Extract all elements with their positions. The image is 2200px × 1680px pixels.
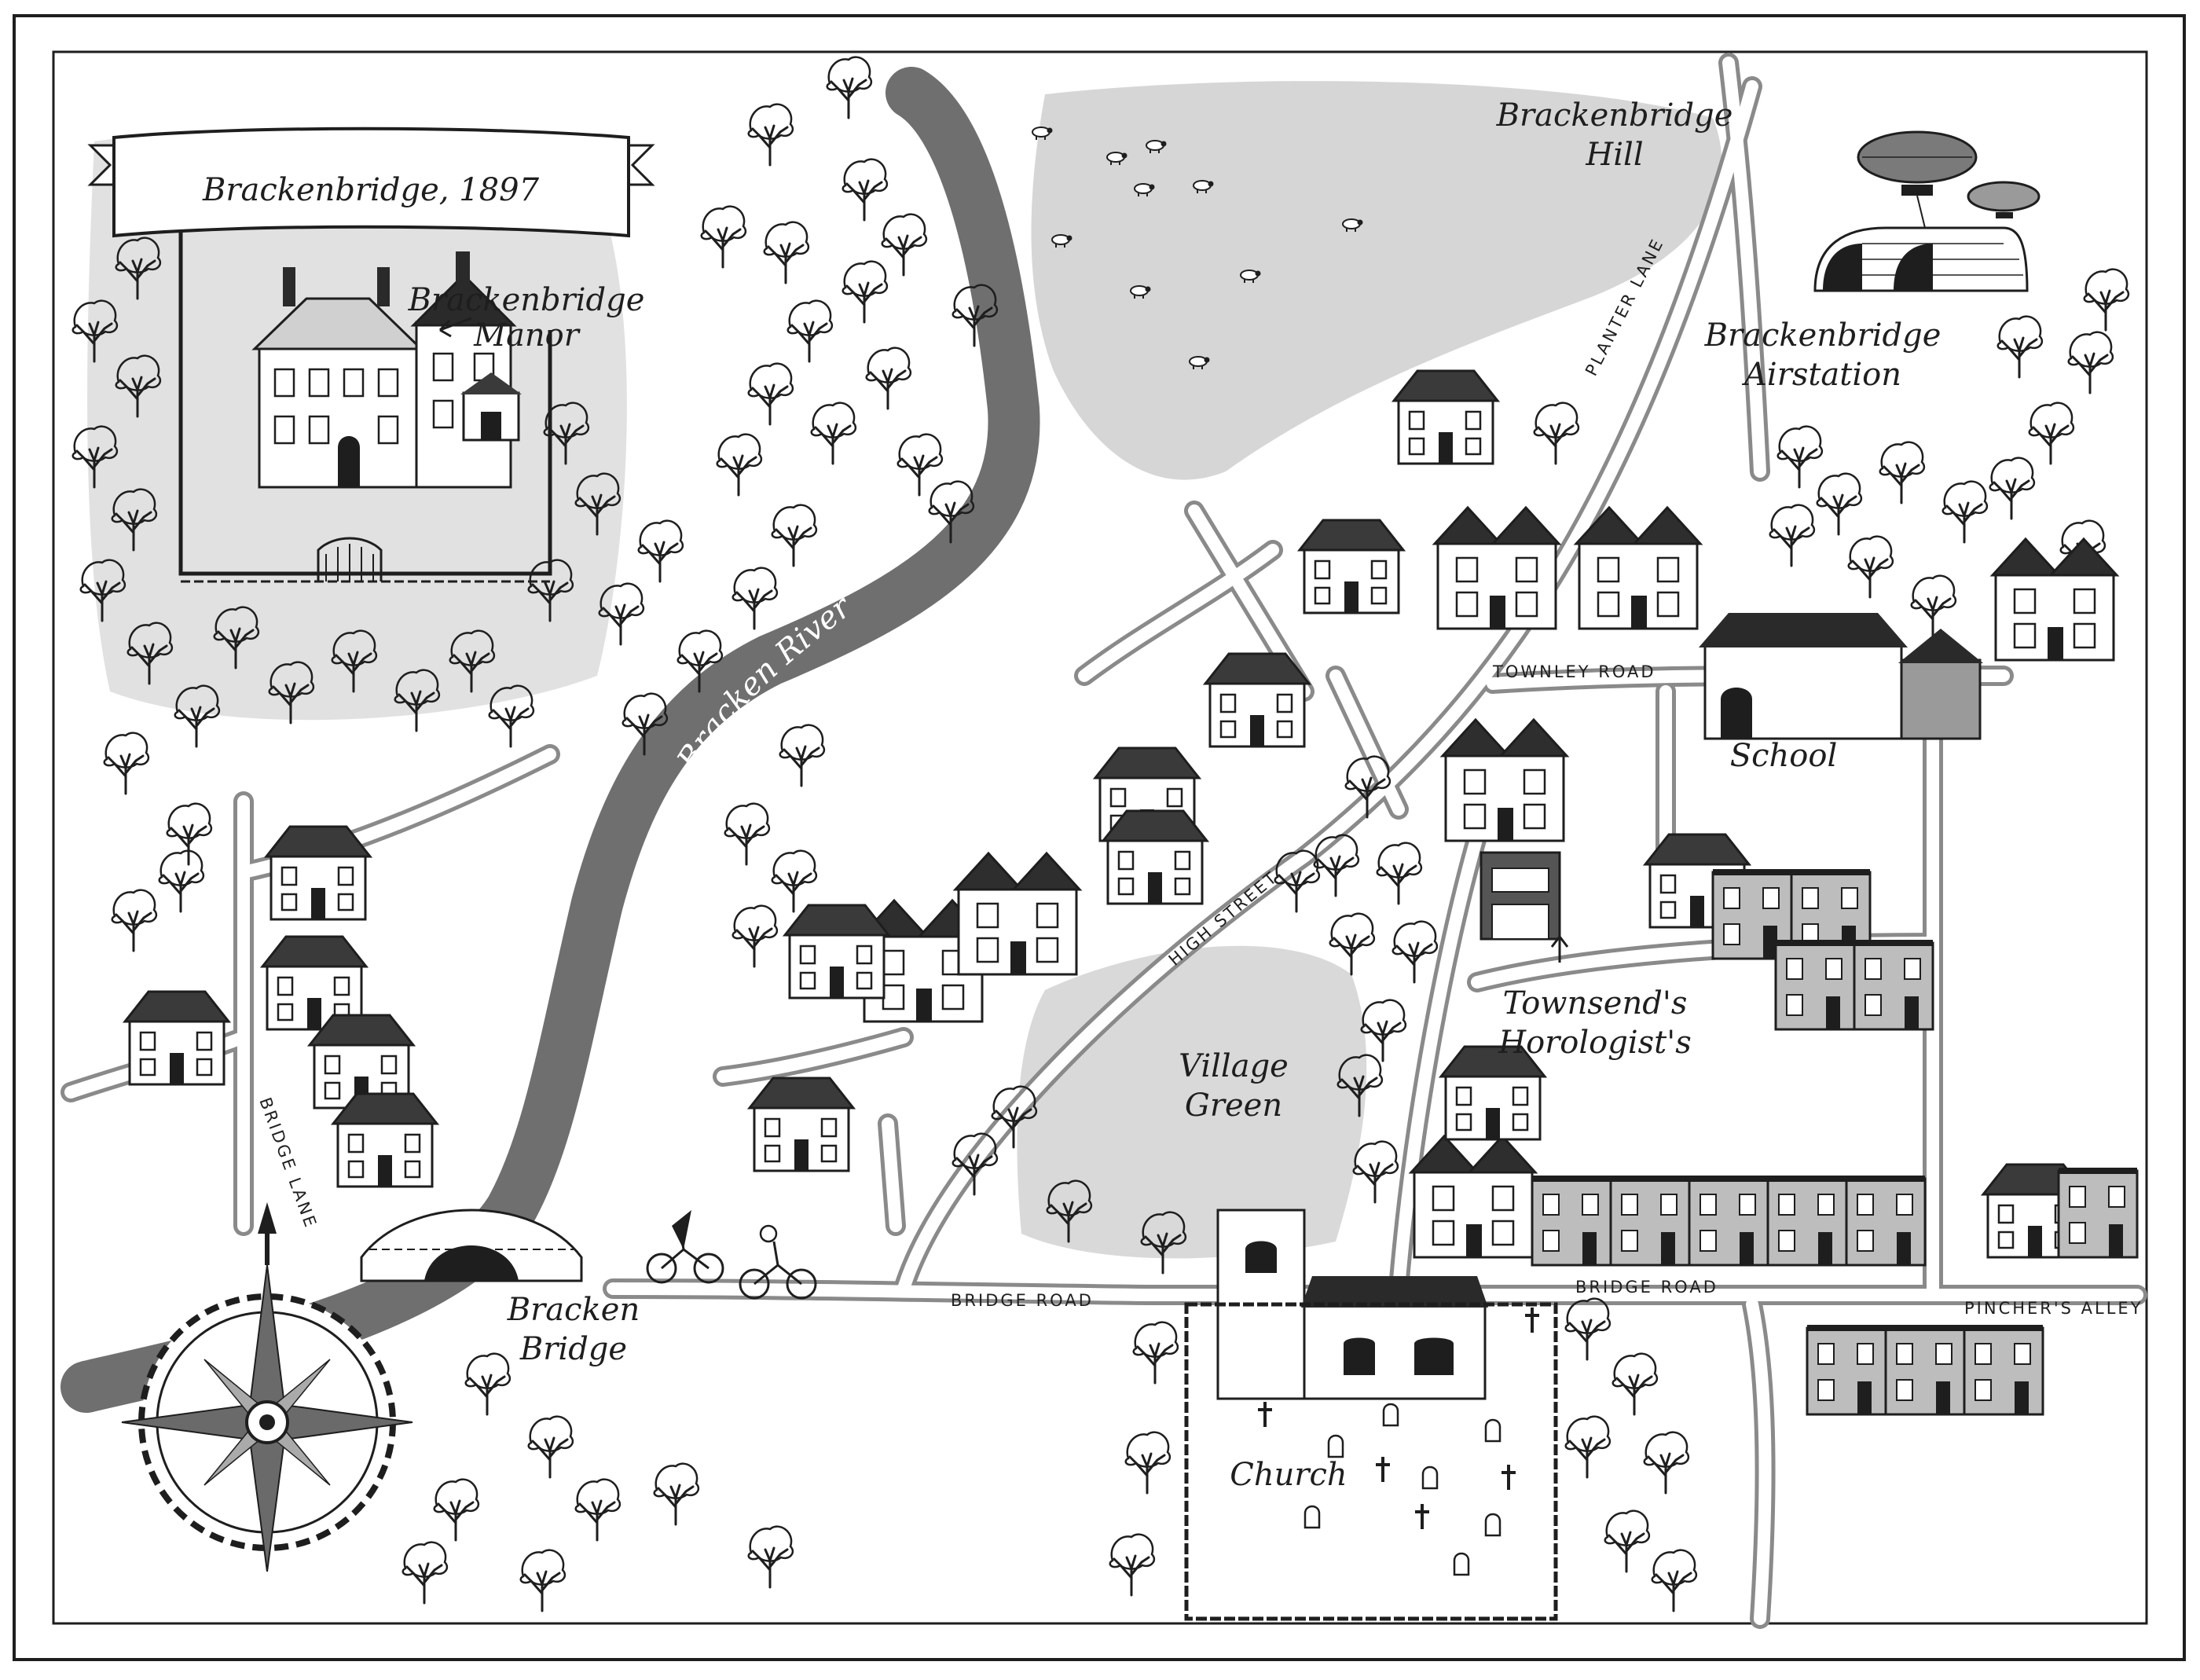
- airstation-label-line1: Brackenbridge: [1704, 317, 1942, 354]
- cyclists: [646, 1210, 817, 1300]
- manor-lodge: [460, 372, 522, 442]
- churchyard-wall: [1184, 1302, 1558, 1621]
- manor-label-line2: Manor: [473, 317, 581, 354]
- village-green-label-line2: Green: [1185, 1088, 1282, 1124]
- bridge-road-east-label: BRIDGE ROAD: [1575, 1278, 1718, 1297]
- bridge-road-west-label: BRIDGE ROAD: [951, 1291, 1094, 1310]
- outer-border: [13, 14, 2186, 1661]
- north-arrow-icon: [258, 1202, 277, 1265]
- hill-label-line1: Brackenbridge: [1496, 97, 1733, 134]
- pinchers-alley-label: PINCHER'S ALLEY: [1964, 1299, 2143, 1318]
- horologist-label-line1: Townsend's: [1503, 985, 1688, 1022]
- church-label: Church: [1230, 1457, 1347, 1493]
- manor-gate: [317, 537, 383, 581]
- manor-label-line1: Brackenbridge: [408, 282, 645, 318]
- map-title: Brackenbridge, 1897: [202, 172, 540, 208]
- place-labels: Brackenbridge Manor Brackenbridge Hill B…: [408, 97, 1942, 1493]
- horologist-label-line2: Horologist's: [1498, 1025, 1692, 1061]
- airship-small: [1967, 181, 2040, 218]
- airstation-label-line2: Airstation: [1741, 357, 1901, 393]
- bracken-bridge-drawing: [360, 1209, 583, 1282]
- hill-label-line2: Hill: [1585, 137, 1643, 173]
- manor-pointer-arrow: [438, 317, 472, 338]
- horologist-shop: [1480, 851, 1561, 941]
- bridge-label-line2: Bridge: [519, 1331, 627, 1367]
- airship-large: [1857, 130, 1978, 229]
- horologist-pointer-arrow: [1550, 934, 1569, 963]
- airstation-hangars: [1813, 226, 2029, 292]
- school-label: School: [1730, 738, 1838, 774]
- townley-road-label: TOWNLEY ROAD: [1492, 662, 1656, 681]
- school-building: [1699, 613, 1983, 740]
- village-green-label-line1: Village: [1179, 1048, 1289, 1084]
- inner-border: [52, 50, 2148, 1625]
- compass-rose-icon: [121, 1264, 413, 1572]
- bridge-label-line1: Bracken: [507, 1292, 640, 1328]
- manor-wall: [178, 220, 552, 583]
- title-banner: Brackenbridge, 1897: [87, 127, 655, 238]
